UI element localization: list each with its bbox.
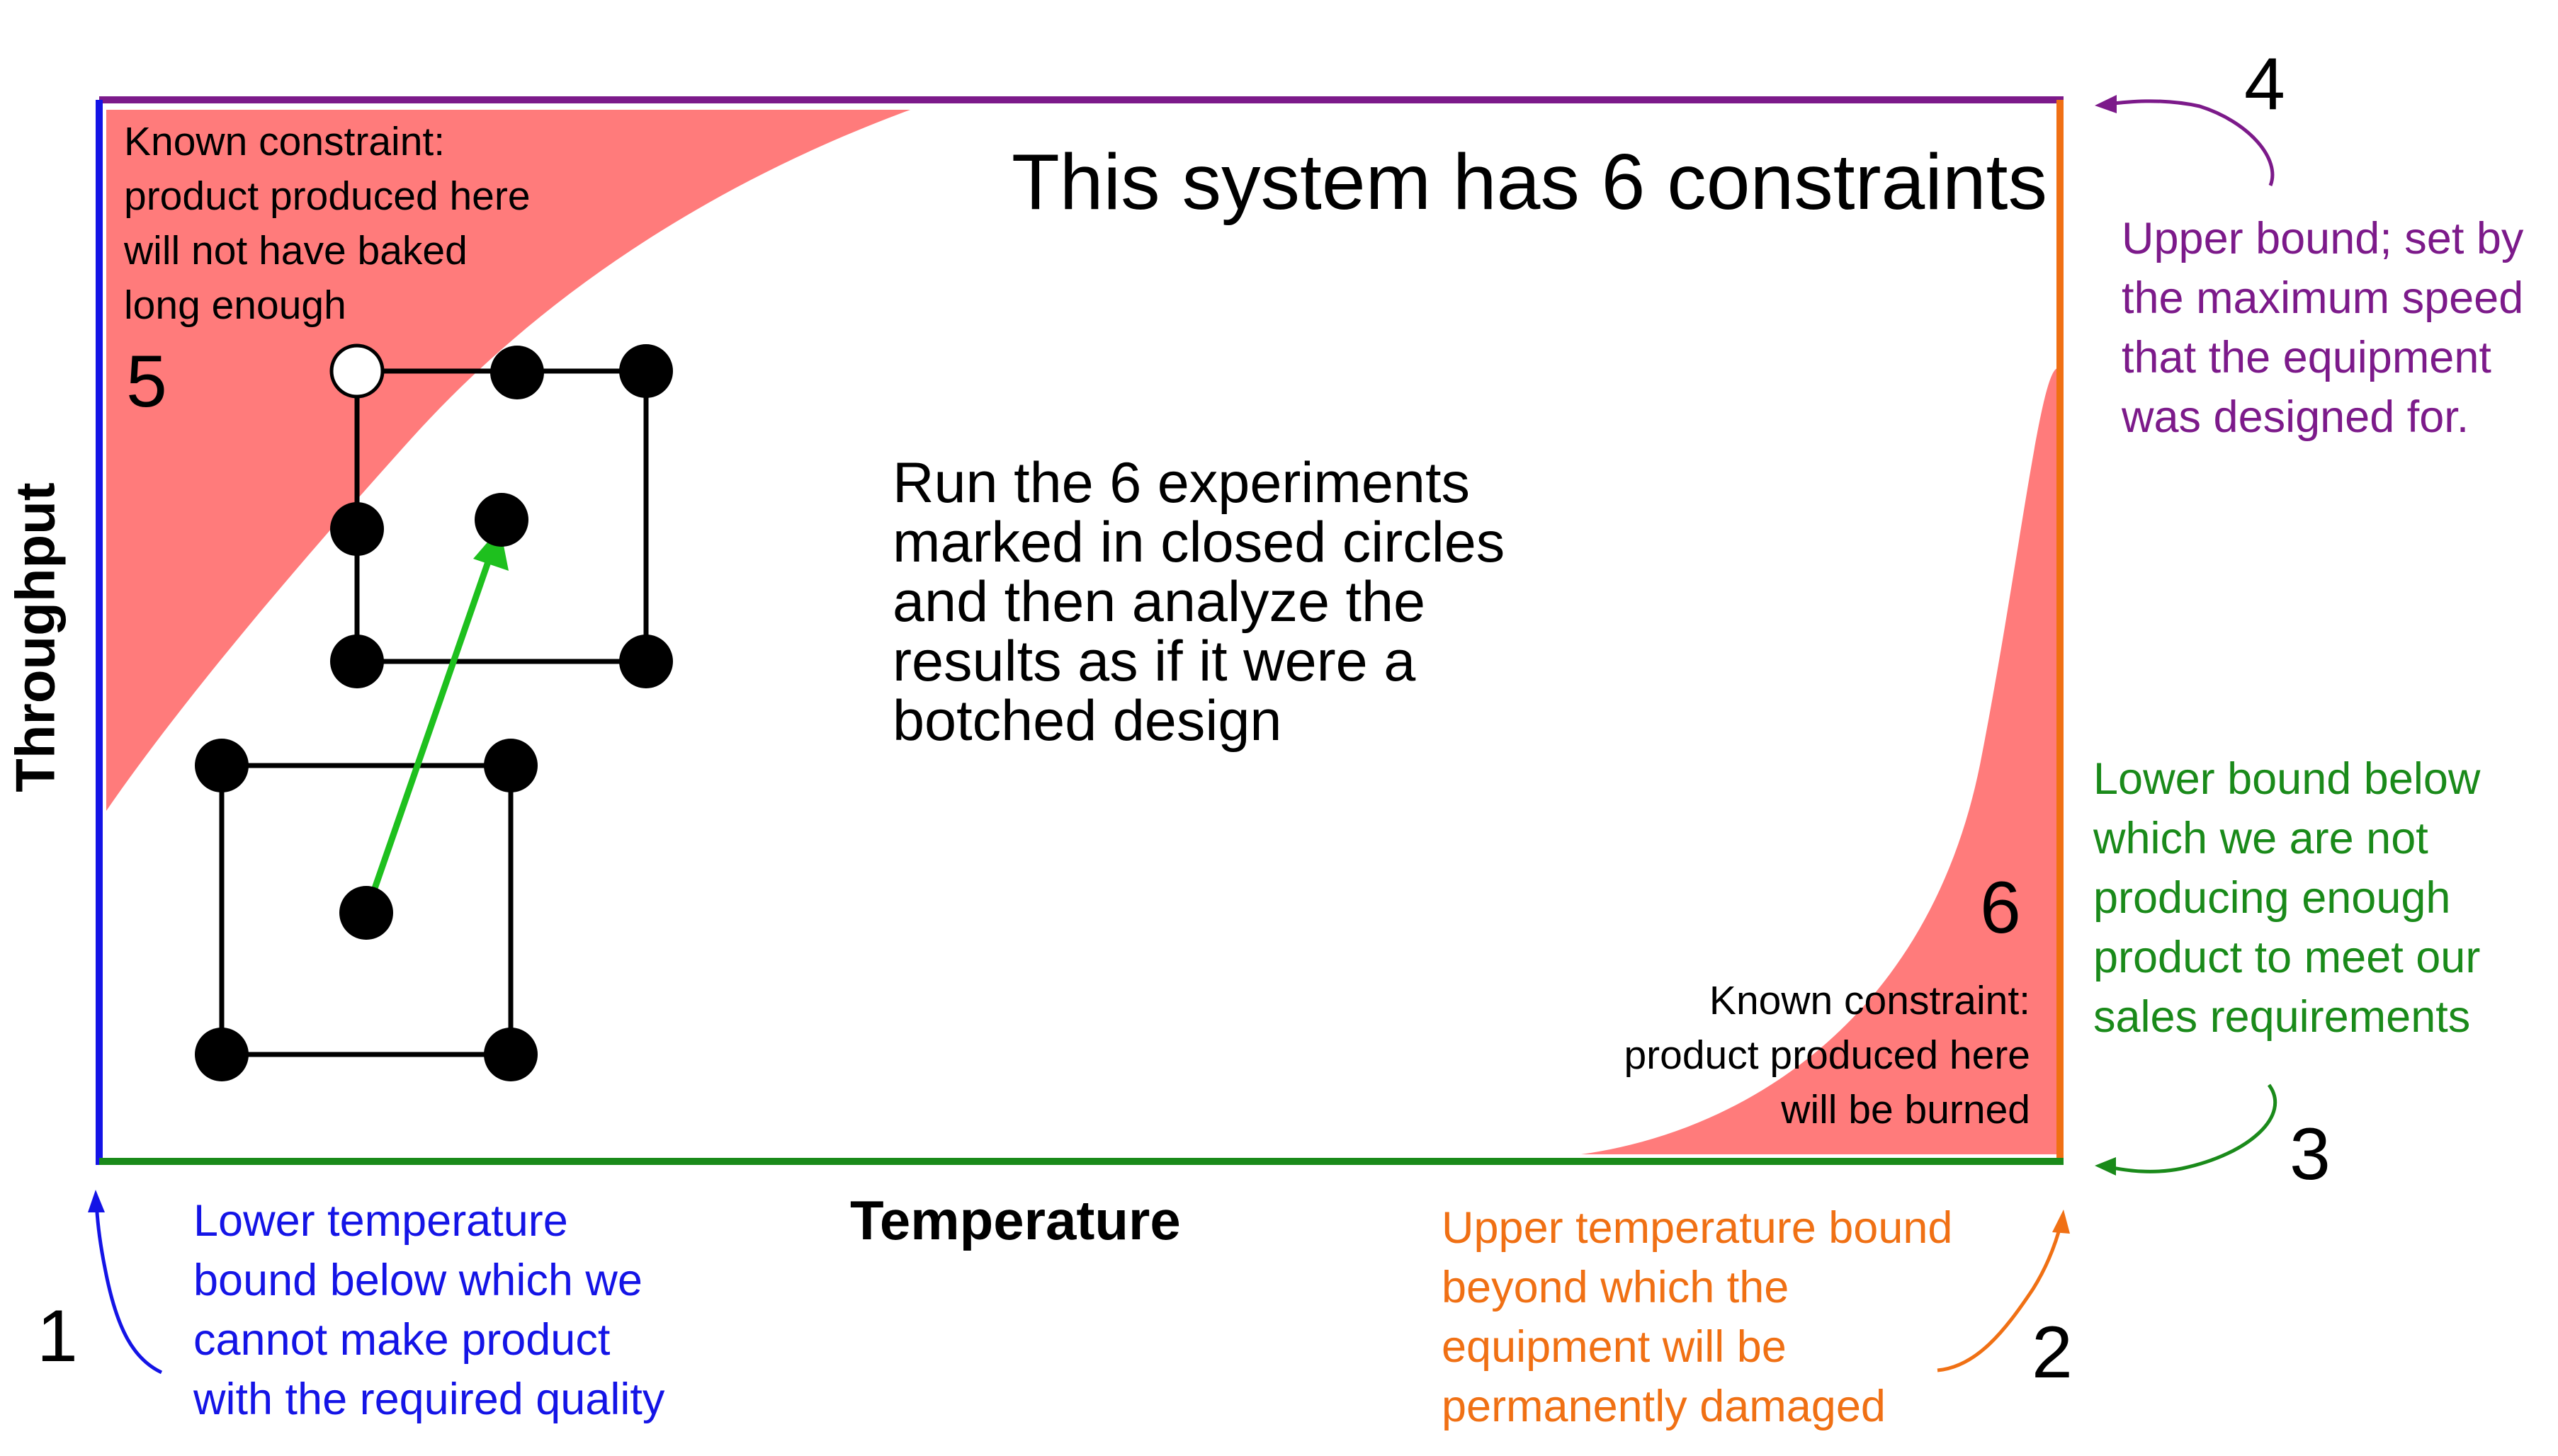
constraint-1-number: 1 [37, 1295, 78, 1377]
design-center-point [475, 493, 528, 547]
design-shift-arrow [363, 528, 509, 914]
constraint-5-text: Known constraint: product produced here … [124, 119, 531, 328]
y-axis-label-wrap: Throughput [0, 482, 71, 792]
design-point [195, 739, 249, 792]
constraint-3-number: 3 [2290, 1113, 2331, 1195]
constraint-2-text: Upper temperature bound beyond which the… [1442, 1203, 1953, 1431]
annotation-arrow-2 [1937, 1210, 2070, 1372]
open-design-point [329, 343, 385, 399]
constraint-3-text: Lower bound below which we are not produ… [2093, 754, 2481, 1042]
constraint-4-text: Upper bound; set by the maximum speed th… [2122, 214, 2524, 442]
design-point [195, 1028, 249, 1081]
design-point [484, 1028, 538, 1081]
constraint-5-number: 5 [126, 341, 167, 423]
design-center-point [339, 886, 393, 940]
design-point [330, 502, 384, 556]
constraint-4-number: 4 [2244, 43, 2285, 125]
constraint-5-region [106, 110, 910, 811]
constraint-6-number: 6 [1980, 867, 2021, 949]
constraint-6-text: Known constraint: product produced here … [1624, 978, 2030, 1132]
diagram-title: This system has 6 constraints [1011, 138, 2047, 226]
annotation-arrow-3 [2095, 1084, 2277, 1176]
instruction-text: Run the 6 experiments marked in closed c… [893, 451, 1505, 753]
constraint-2-number: 2 [2032, 1312, 2073, 1394]
design-point [619, 635, 673, 688]
x-axis-label: Temperature [850, 1189, 1181, 1251]
design-point [619, 344, 673, 398]
constraint-6-region [1581, 368, 2058, 1154]
constraint-1-text: Lower temperature bound below which we c… [193, 1196, 665, 1424]
design-point [484, 739, 538, 792]
annotation-arrow-1 [88, 1190, 163, 1375]
design-point [330, 635, 384, 688]
design-point [490, 346, 544, 399]
y-axis-label: Throughput [4, 482, 67, 792]
annotation-arrow-4 [2095, 95, 2275, 186]
first-design-square [219, 763, 514, 1057]
